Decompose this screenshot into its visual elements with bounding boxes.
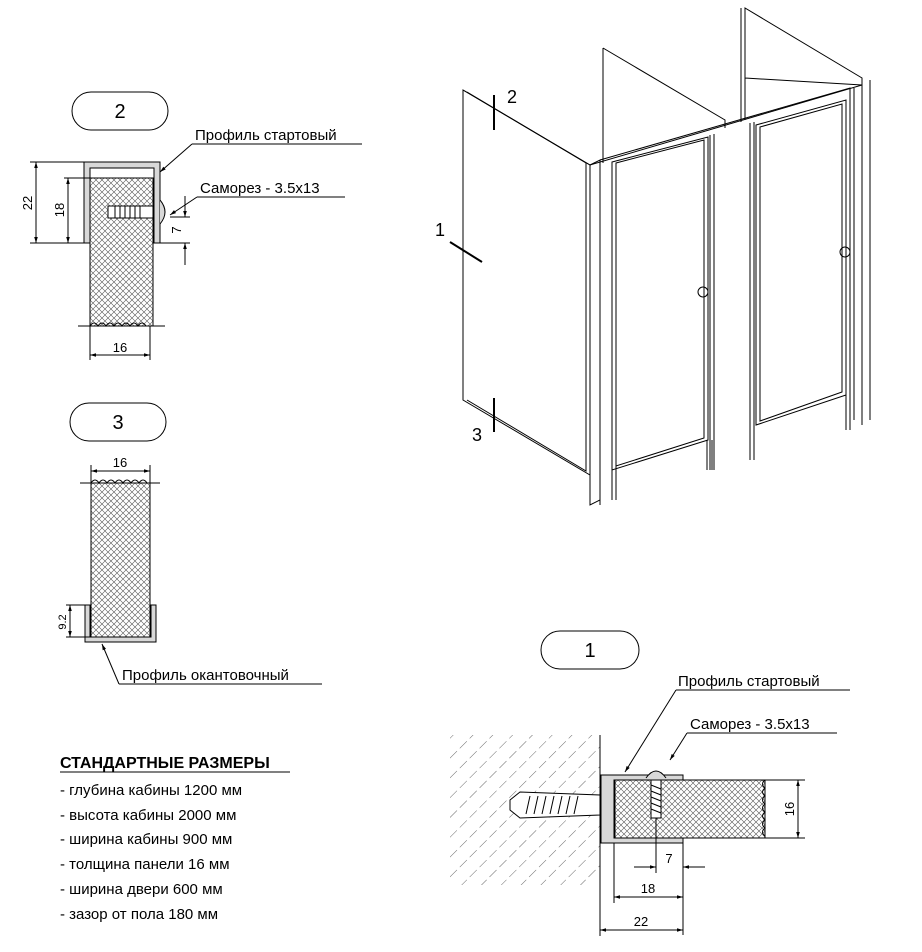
size-item: - высота кабины 2000 мм <box>60 807 236 824</box>
cabin-isometric: 2 1 3 <box>435 7 871 506</box>
callout-badge-2 <box>71 91 169 131</box>
starter-profile <box>83 161 161 244</box>
panel-section <box>90 482 151 638</box>
size-item: - ширина кабины 900 мм <box>60 831 232 848</box>
callout-badge-1 <box>540 630 640 670</box>
dim-18: 18 <box>641 881 655 896</box>
section-2-detail: 2 Профиль стартовый Саморез - 3.5x13 22 … <box>20 91 362 360</box>
dim-22: 22 <box>634 914 648 929</box>
size-item: - глубина кабины 1200 мм <box>60 782 242 799</box>
section-mark-3: 3 <box>472 425 482 445</box>
dim-16: 16 <box>113 455 127 470</box>
edge-profile-label: Профиль окантовочный <box>122 667 289 684</box>
screw-label: Саморез - 3.5x13 <box>690 716 810 733</box>
dim-7: 7 <box>169 226 184 233</box>
panel-section <box>89 177 154 327</box>
dim-16: 16 <box>113 340 127 355</box>
section-3-detail: 3 16 9.2 Профиль окантовочный <box>57 402 322 685</box>
dim-7: 7 <box>665 851 672 866</box>
anchor-screw-icon <box>509 791 601 819</box>
screw-icon <box>107 199 166 225</box>
section-1-detail: 1 Профиль стартовый Саморез - 3.5x13 16 … <box>450 630 850 936</box>
dim-18: 18 <box>52 203 67 217</box>
section-mark-1: 1 <box>435 220 445 240</box>
callout-3-label: 3 <box>112 412 123 434</box>
door-knob-icon <box>839 246 851 258</box>
callout-1-label: 1 <box>584 640 595 662</box>
dim-16: 16 <box>782 802 797 816</box>
dim-22: 22 <box>20 196 35 210</box>
panel-section <box>614 779 766 839</box>
starter-profile <box>600 774 684 844</box>
screw-label: Саморез - 3.5x13 <box>200 180 320 197</box>
screw-icon <box>645 770 667 819</box>
size-item: - ширина двери 600 мм <box>60 881 223 898</box>
section-mark-2: 2 <box>507 87 517 107</box>
edge-profile <box>84 604 157 643</box>
callout-2-label: 2 <box>114 101 125 123</box>
standard-sizes: СТАНДАРТНЫЕ РАЗМЕРЫ - глубина кабины 120… <box>60 755 290 923</box>
profile-label: Профиль стартовый <box>195 127 337 144</box>
standard-sizes-title: СТАНДАРТНЫЕ РАЗМЕРЫ <box>60 755 270 772</box>
dim-9-2: 9.2 <box>57 614 69 629</box>
size-item: - зазор от пола 180 мм <box>60 906 218 923</box>
callout-badge-3 <box>69 402 167 442</box>
profile-label: Профиль стартовый <box>678 673 820 690</box>
door-knob-icon <box>697 286 709 298</box>
size-item: - толщина панели 16 мм <box>60 856 230 873</box>
